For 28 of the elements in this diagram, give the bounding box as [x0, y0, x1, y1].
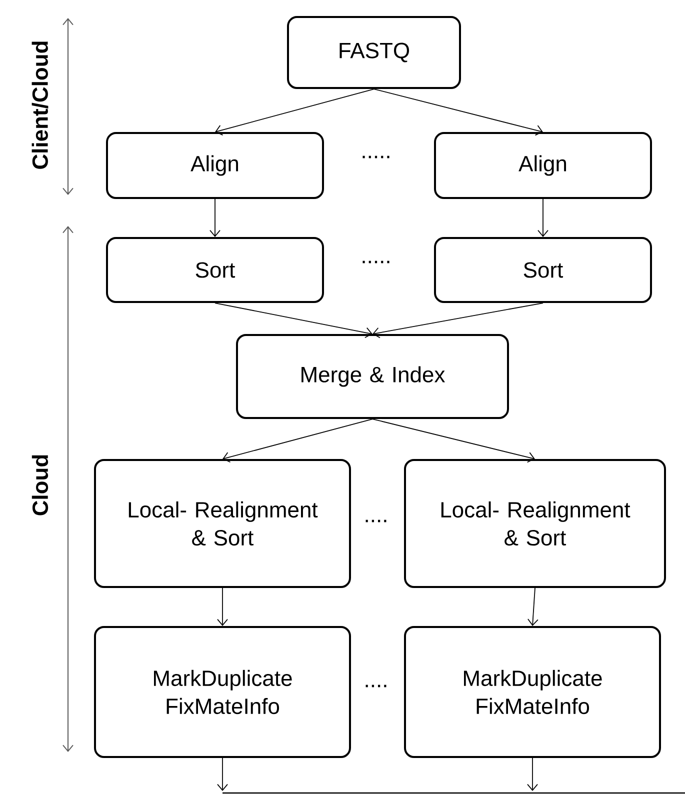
arrow: [217, 588, 228, 626]
ellipsis: ....: [366, 520, 386, 522]
ellipsis: .....: [362, 260, 390, 264]
process-box: MarkDuplicate FixMateInfo: [94, 626, 351, 758]
arrow: [217, 758, 228, 791]
side-label: Cloud: [32, 455, 48, 516]
arrow: [372, 302, 544, 338]
process-box: Local- Realignment & Sort: [94, 459, 351, 588]
arrow: [215, 88, 374, 136]
process-box: Sort: [434, 237, 652, 303]
process-box: Local- Realignment & Sort: [404, 459, 666, 588]
process-box: Align: [434, 132, 652, 199]
process-box: Sort: [106, 237, 324, 303]
process-box: FASTQ: [287, 16, 461, 89]
ellipsis: ....: [366, 684, 386, 688]
arrow: [538, 198, 548, 237]
process-box: Merge & Index: [236, 334, 509, 419]
arrow: [528, 588, 538, 626]
arrow: [222, 418, 373, 463]
arrow: [210, 198, 220, 237]
side-label: Client/Cloud: [32, 42, 48, 169]
process-box: Align: [106, 132, 324, 199]
process-box: MarkDuplicate FixMateInfo: [404, 626, 661, 758]
ellipsis: .....: [362, 156, 390, 158]
arrow: [527, 758, 538, 791]
arrow: [374, 88, 543, 136]
arrow: [214, 302, 372, 338]
arrow: [372, 418, 535, 463]
